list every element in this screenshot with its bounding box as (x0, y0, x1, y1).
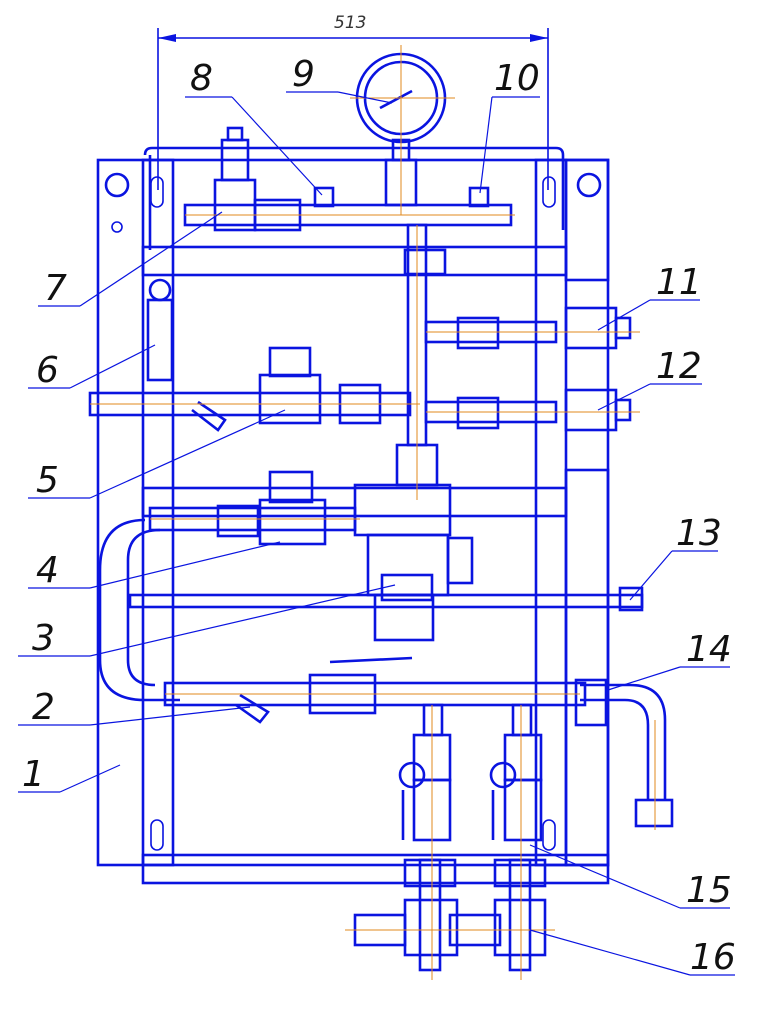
callout-13: 13 (676, 513, 722, 554)
callout-2: 2 (32, 687, 55, 728)
callout-5: 5 (36, 460, 59, 501)
callout-14: 14 (686, 629, 732, 670)
distributor (353, 443, 474, 642)
callout-7: 7 (44, 268, 67, 309)
callout-16: 16 (690, 937, 736, 978)
callout-10: 10 (494, 58, 540, 99)
callout-9: 9 (292, 54, 315, 95)
callout-3: 3 (32, 618, 55, 659)
centerlines (90, 45, 656, 980)
callout-8: 8 (190, 58, 213, 99)
overall-width-dimension: 513 (157, 13, 549, 190)
lower-pipes (98, 518, 674, 828)
leader-lines (18, 91, 735, 976)
callout-11: 11 (656, 262, 702, 303)
top-manifold (143, 52, 565, 447)
callout-numbers: 1 2 3 4 5 6 7 8 9 10 11 12 13 14 15 16 (22, 54, 736, 978)
callout-4: 4 (36, 550, 59, 591)
base-plate (96, 158, 610, 885)
callout-1: 1 (22, 754, 45, 795)
callout-15: 15 (686, 870, 732, 911)
callout-12: 12 (656, 346, 702, 387)
valves-left (88, 278, 412, 546)
dimension-text: 513 (334, 13, 366, 33)
callout-6: 6 (36, 350, 59, 391)
